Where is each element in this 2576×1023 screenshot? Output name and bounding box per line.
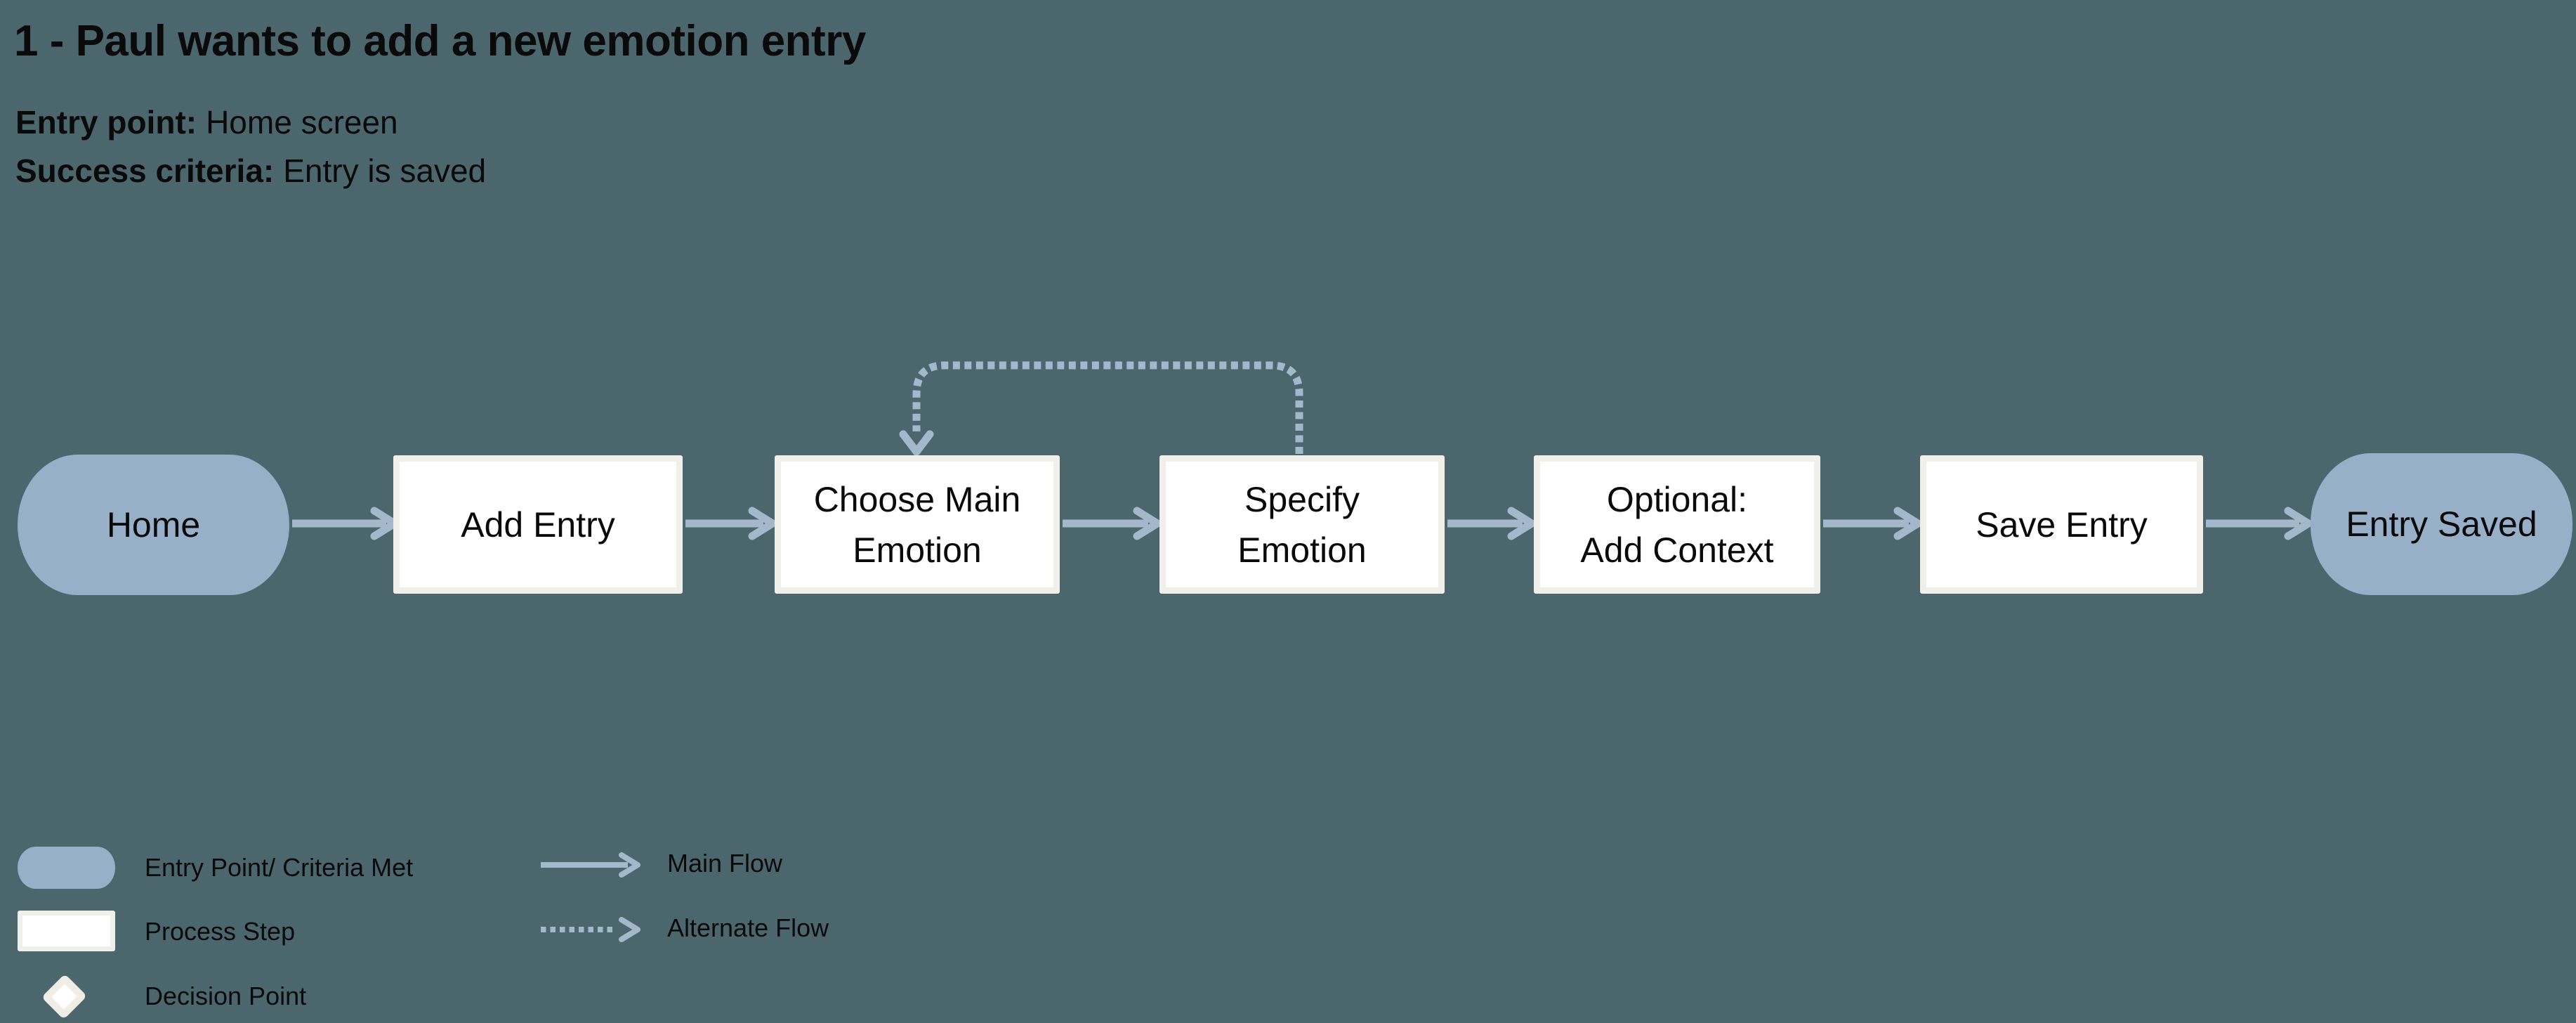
entry-point-label: Entry point: bbox=[15, 104, 197, 141]
legend-process-label: Process Step bbox=[145, 917, 296, 946]
legend-process-swatch bbox=[18, 911, 115, 951]
alternate-flow-loop-arrow bbox=[899, 361, 1303, 456]
node-choose-main-emotion: Choose Main Emotion bbox=[775, 455, 1060, 594]
node-optional-add-context: Optional: Add Context bbox=[1534, 455, 1820, 594]
success-criteria-line: Success criteria:Entry is saved bbox=[15, 147, 486, 195]
legend-alternate-flow-label: Alternate Flow bbox=[667, 913, 829, 942]
main-flow-arrow-context-to-save bbox=[1823, 507, 1922, 540]
node-specify-emotion: Specify Emotion bbox=[1159, 455, 1445, 594]
success-criteria-value: Entry is saved bbox=[283, 152, 487, 189]
node-save-entry: Save Entry bbox=[1920, 455, 2203, 594]
node-add-entry: Add Entry bbox=[393, 455, 683, 594]
legend-decision-label: Decision Point bbox=[145, 982, 307, 1010]
legend-alternate-flow-arrow bbox=[541, 917, 640, 942]
main-flow-arrow-add-entry-to-choose bbox=[685, 507, 777, 540]
main-flow-arrow-specify-to-context bbox=[1447, 507, 1536, 540]
node-home: Home bbox=[18, 455, 289, 595]
main-flow-arrow-choose-to-specify bbox=[1063, 507, 1162, 540]
legend-main-flow-arrow bbox=[541, 852, 640, 878]
main-flow-arrow-save-to-saved bbox=[2206, 507, 2313, 540]
legend-terminal-label: Entry Point/ Criteria Met bbox=[145, 853, 414, 882]
page-title: 1 - Paul wants to add a new emotion entr… bbox=[14, 17, 866, 65]
main-flow-arrow-home-to-add-entry bbox=[292, 507, 399, 540]
legend-main-flow-label: Main Flow bbox=[667, 849, 783, 878]
node-entry-saved: Entry Saved bbox=[2311, 453, 2572, 595]
entry-point-value: Home screen bbox=[206, 104, 398, 141]
success-criteria-label: Success criteria: bbox=[15, 152, 275, 189]
entry-point-line: Entry point:Home screen bbox=[15, 98, 486, 147]
scenario-meta: Entry point:Home screen Success criteria… bbox=[15, 98, 486, 195]
legend-terminal-swatch bbox=[18, 847, 115, 889]
